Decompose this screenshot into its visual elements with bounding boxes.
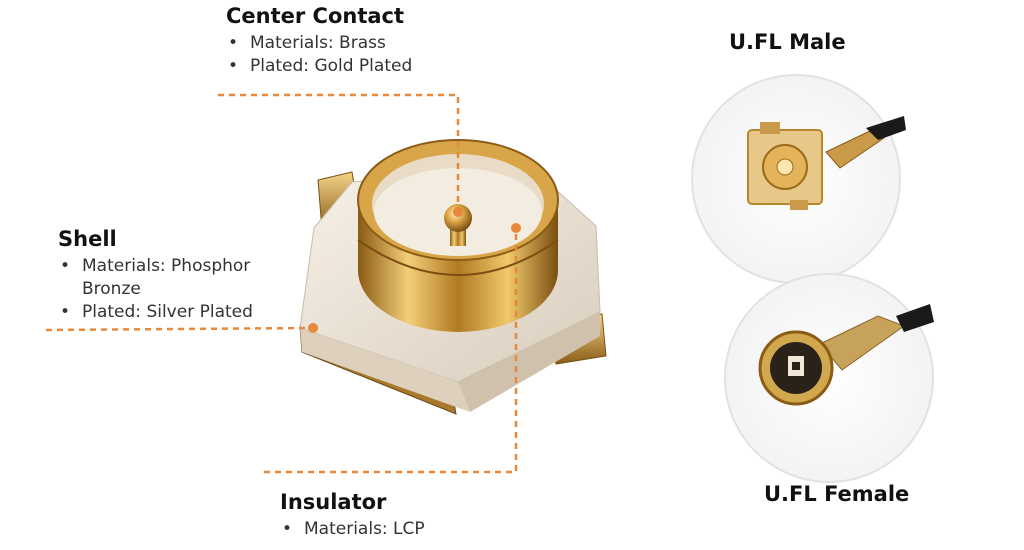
center-contact-marker <box>453 207 463 217</box>
shell-marker <box>308 323 318 333</box>
ufl-connector-photo <box>299 139 607 415</box>
center-contact-bullet: Plated: Gold Plated <box>226 55 412 78</box>
ufl-female-photo <box>724 273 934 483</box>
shell-bullets: Materials: Phosphor Bronze Plated: Silve… <box>58 255 294 324</box>
insulator-bullets: Materials: LCP <box>280 518 425 541</box>
center-contact-title: Center Contact <box>226 4 405 28</box>
center-contact-bullets: Materials: Brass Plated: Gold Plated <box>226 32 412 78</box>
shell-bullet: Plated: Silver Plated <box>58 301 294 324</box>
insulator-marker <box>511 223 521 233</box>
leader-lines <box>45 93 518 474</box>
insulator-bullet: Materials: LCP <box>280 518 425 541</box>
shell-bullet: Materials: Phosphor Bronze <box>58 255 294 301</box>
shell-leader <box>45 326 313 332</box>
center-contact-bullet: Materials: Brass <box>226 32 412 55</box>
ufl-male-photo <box>691 74 906 284</box>
ufl-female-title: U.FL Female <box>764 482 910 506</box>
shell-title: Shell <box>58 227 117 251</box>
ufl-male-title: U.FL Male <box>729 30 846 54</box>
insulator-title: Insulator <box>280 490 387 514</box>
center-contact-leader <box>218 93 460 208</box>
